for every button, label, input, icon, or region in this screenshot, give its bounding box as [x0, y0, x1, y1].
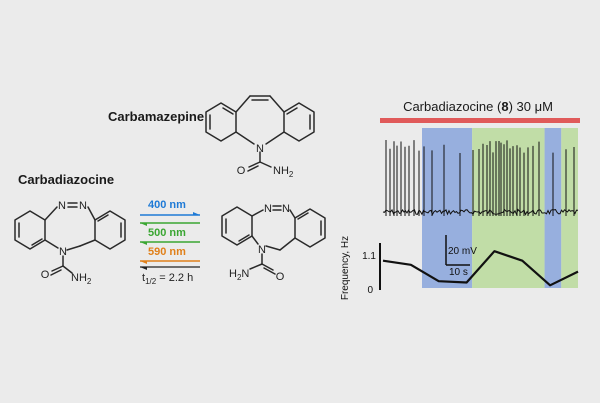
- recording-condition-prefix: Carbadiazocine (: [403, 99, 502, 114]
- cis-isomer-structure: [221, 205, 326, 275]
- y-tick-1-1: 1.1: [362, 251, 376, 262]
- carbamazepine-structure: [205, 95, 315, 172]
- scale-bar-voltage: 20 mV: [448, 246, 477, 257]
- label-590nm: 590 nm: [148, 246, 186, 258]
- recording-condition: Carbadiazocine (8) 30 μM: [403, 99, 553, 114]
- cis-h2n-sub: 2: [237, 273, 242, 282]
- trace-baseline: [382, 208, 579, 216]
- y-axis-label: Frequency, Hz: [340, 236, 351, 300]
- cis-n2-atom: N: [282, 203, 290, 215]
- carbadiazocine-n2-atom: N: [79, 200, 87, 212]
- carbadiazocine-nh2-sub: 2: [87, 277, 92, 286]
- scale-bar: [445, 235, 470, 266]
- half-life-value: = 2.2 h: [156, 272, 193, 284]
- arrow-400nm: [140, 212, 200, 216]
- carbadiazocine-n3-atom: N: [59, 246, 67, 258]
- cis-n3-atom: N: [258, 244, 266, 256]
- scale-bar-time: 10 s: [449, 267, 468, 278]
- frequency-line: [382, 250, 579, 287]
- cis-h2n: H2N: [229, 268, 249, 282]
- arrow-500nm-top: [140, 222, 200, 226]
- half-life-sub: 1/2: [145, 277, 157, 286]
- recording-condition-suffix: ) 30 μM: [509, 99, 553, 114]
- recording-condition-compound: 8: [501, 99, 508, 114]
- carbamazepine-nh2: NH2: [273, 165, 294, 179]
- arrow-500nm-bottom: [140, 241, 200, 245]
- y-tick-0: 0: [367, 285, 373, 296]
- cis-n1-atom: N: [264, 203, 272, 215]
- frequency-series-line: [382, 250, 579, 287]
- carbadiazocine-nh-text: NH: [71, 272, 87, 284]
- carbadiazocine-n1-atom: N: [58, 200, 66, 212]
- carbadiazocine-nh2: NH2: [71, 272, 92, 286]
- carbamazepine-nh-text: NH: [273, 165, 289, 177]
- carbamazepine-nh2-sub: 2: [289, 170, 294, 179]
- illumination-blue-0: [422, 128, 473, 288]
- half-life-label: t1/2 = 2.2 h: [142, 272, 193, 286]
- carbamazepine-label: Carbamazepine: [108, 109, 204, 124]
- carbadiazocine-label: Carbadiazocine: [18, 172, 114, 187]
- carbamazepine-o-atom: O: [237, 165, 246, 177]
- cis-n-text: N: [241, 268, 249, 280]
- label-500nm: 500 nm: [148, 227, 186, 239]
- drug-application-bar: [380, 118, 580, 123]
- arrow-thermal: [140, 266, 200, 270]
- cis-h-text: H: [229, 268, 237, 280]
- label-400nm: 400 nm: [148, 199, 186, 211]
- arrow-590nm: [140, 260, 200, 264]
- carbadiazocine-structure: [14, 202, 126, 276]
- illumination-green-3: [561, 128, 578, 288]
- half-life-t: t: [142, 272, 145, 284]
- carbadiazocine-o-atom: O: [41, 269, 50, 281]
- carbamazepine-n-atom: N: [256, 143, 264, 155]
- voltage-trace: [382, 140, 579, 216]
- cis-o-atom: O: [276, 271, 285, 283]
